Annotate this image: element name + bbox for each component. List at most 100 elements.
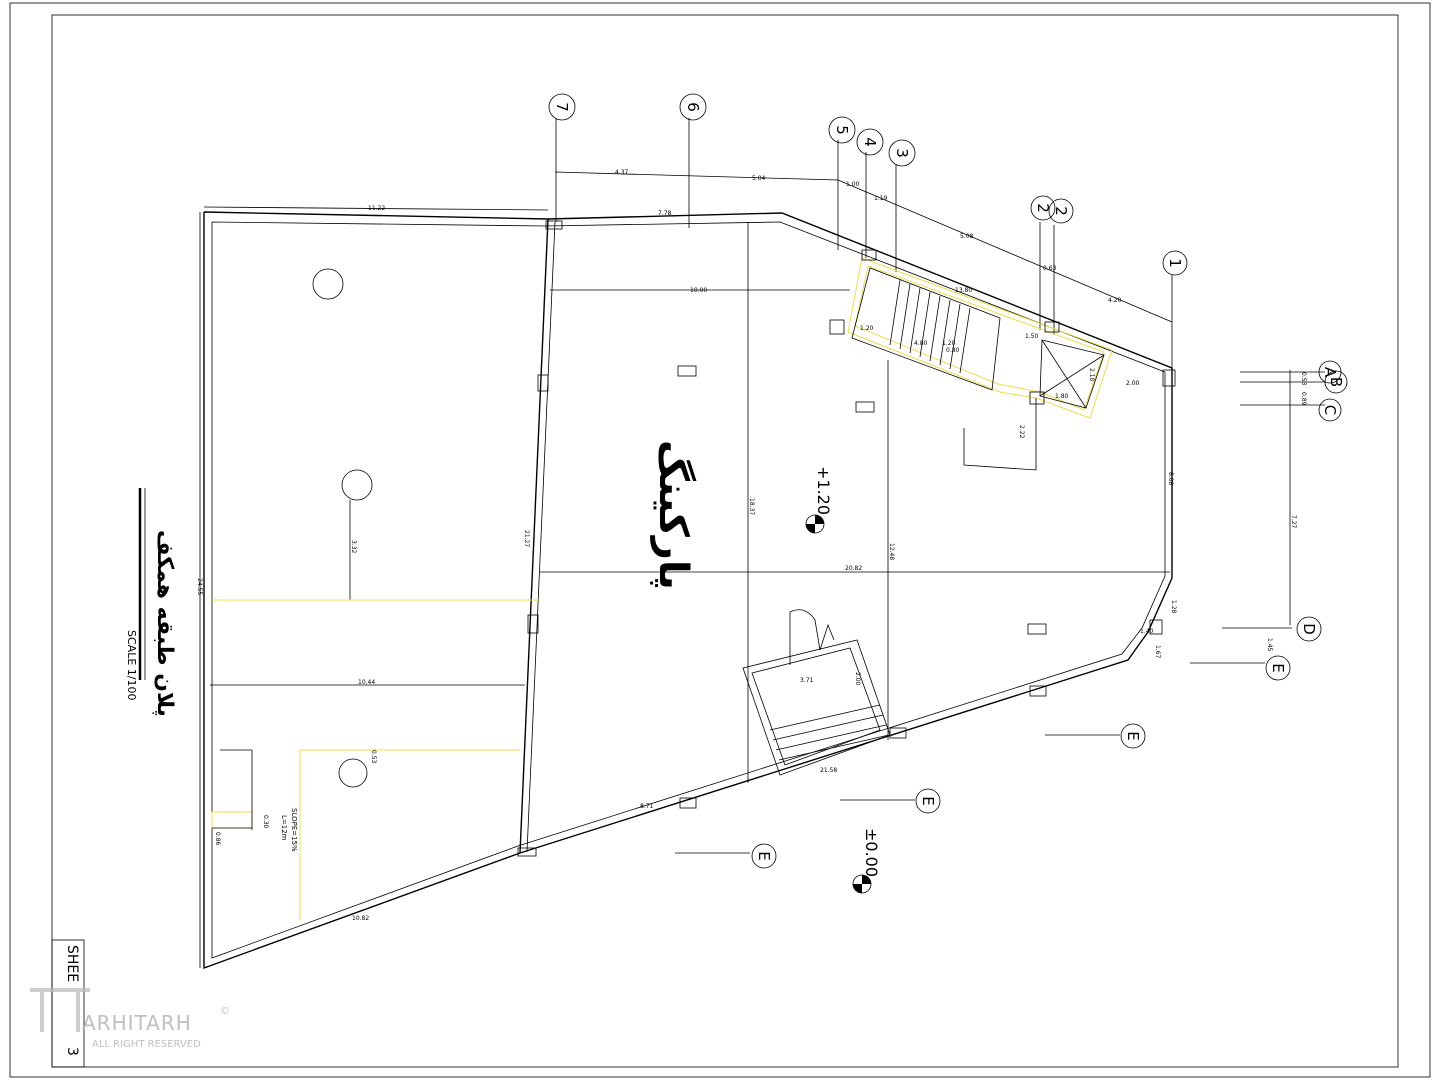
dim-label: 2.10 bbox=[1088, 368, 1095, 382]
grid-bubble-label: 7 bbox=[553, 102, 571, 112]
dim-label: 1.20 bbox=[942, 340, 956, 347]
dim-label: 0.80 bbox=[946, 347, 960, 354]
dim-label: 1.80 bbox=[1055, 393, 1069, 400]
grid-bubble-label: 2 bbox=[1034, 203, 1052, 213]
dim-label: 0.53 bbox=[370, 750, 377, 764]
ramp-guides bbox=[211, 599, 540, 920]
dim-label: 10.00 bbox=[690, 287, 707, 294]
watermark: ARHITARH ALL RIGHT RESERVED © bbox=[30, 988, 230, 1050]
dim-label: 3.71 bbox=[800, 677, 814, 684]
inner-border bbox=[51, 14, 1399, 1068]
dim-label: 0.89 bbox=[1300, 392, 1307, 406]
grid-bubble-label: 3 bbox=[893, 148, 911, 158]
dim-label: 1.19 bbox=[874, 195, 888, 202]
grid-bubble-d bbox=[1296, 616, 1322, 642]
grid-bubble-label: 1 bbox=[1166, 258, 1184, 268]
outer-border bbox=[9, 2, 1431, 1078]
dim-label: 12.48 bbox=[888, 543, 895, 560]
round-columns bbox=[312, 268, 373, 788]
grid-bubble-label: 2 bbox=[1052, 206, 1070, 216]
grid-bubble-4 bbox=[856, 128, 884, 156]
dim-label: 5.04 bbox=[752, 175, 766, 182]
grid-bubble-5 bbox=[828, 116, 856, 144]
dimension-labels: 11.22 7.78 4.37 5.04 1.00 1.19 5.08 0.63… bbox=[196, 169, 1307, 922]
slope-note: SLOPE=15% bbox=[290, 808, 298, 852]
watermark-text: ARHITARH bbox=[82, 1011, 192, 1035]
dim-label: 1.40 bbox=[1140, 628, 1154, 635]
dim-label: 21.58 bbox=[820, 767, 837, 774]
grid-bubble-label: E bbox=[919, 796, 937, 805]
watermark-mark: © bbox=[220, 1006, 230, 1017]
dim-label: 10.44 bbox=[358, 679, 375, 686]
grid-bubbles-right: A B C D E E E E bbox=[751, 360, 1348, 869]
sheet-label: SHEE bbox=[64, 945, 80, 982]
dim-label: 11.22 bbox=[368, 205, 385, 212]
stair-treads bbox=[889, 279, 971, 374]
grid-bubble-e2 bbox=[1120, 723, 1146, 749]
dim-label: 24.55 bbox=[196, 578, 203, 595]
dim-label: 1.50 bbox=[1025, 333, 1039, 340]
dim-label: 0.53 bbox=[1300, 372, 1307, 386]
dim-label: 1.28 bbox=[1170, 600, 1177, 614]
grid-bubble-1 bbox=[1162, 250, 1188, 276]
dim-label: 21.27 bbox=[523, 530, 530, 547]
dim-label: 4.37 bbox=[615, 169, 629, 176]
grid-bubble-label: E bbox=[755, 851, 773, 860]
dim-label: 4.80 bbox=[914, 340, 928, 347]
level-lower: ±0.00 bbox=[862, 828, 881, 877]
watermark-subtext: ALL RIGHT RESERVED bbox=[92, 1039, 201, 1050]
building-outline bbox=[203, 211, 1173, 969]
dim-label: 7.27 bbox=[1290, 515, 1297, 529]
dim-label: 2.00 bbox=[1126, 380, 1140, 387]
dim-label: 20.82 bbox=[845, 565, 862, 572]
dim-label: 5.08 bbox=[960, 233, 974, 240]
sheet-number: 3 bbox=[64, 1047, 80, 1056]
grid-bubble-label: 6 bbox=[684, 102, 702, 112]
grid-bubble-7 bbox=[548, 93, 576, 121]
column-markers bbox=[517, 220, 1176, 857]
grid-bubble-e1 bbox=[1265, 655, 1291, 681]
room-label: پارکینگ bbox=[650, 440, 697, 590]
dim-label: 0.30 bbox=[262, 815, 269, 829]
dim-label: 0.63 bbox=[1043, 265, 1057, 272]
grid-bubble-b bbox=[1324, 370, 1348, 394]
grid-bubble-label: 4 bbox=[861, 137, 879, 147]
entry-steps bbox=[742, 609, 891, 776]
dim-label: 8.71 bbox=[640, 803, 654, 810]
grid-bubble-c bbox=[1318, 398, 1342, 422]
level-upper: +1.20 bbox=[814, 466, 833, 515]
dim-label: 1.20 bbox=[860, 325, 874, 332]
grid-bubble-3 bbox=[888, 139, 916, 167]
dim-label: 10.82 bbox=[352, 915, 369, 922]
dim-label: 7.78 bbox=[658, 210, 672, 217]
dim-label: 1.45 bbox=[1266, 638, 1273, 652]
grid-bubble-e4 bbox=[751, 843, 777, 869]
grid-bubble-6 bbox=[679, 93, 707, 121]
dim-label: 18.37 bbox=[748, 498, 755, 515]
grid-bubble-2a bbox=[1030, 195, 1056, 221]
grid-bubble-label: E bbox=[1269, 663, 1287, 672]
dim-label: 4.20 bbox=[1108, 297, 1122, 304]
dim-label: 3.32 bbox=[350, 540, 357, 554]
grid-bubble-label: C bbox=[1321, 405, 1339, 415]
level-marker-upper: +1.20 bbox=[805, 466, 833, 534]
dim-label: 8.08 bbox=[1167, 472, 1174, 486]
grid-bubble-e3 bbox=[915, 788, 941, 814]
grid-bubble-label: B bbox=[1327, 377, 1345, 387]
grid-bubble-label: D bbox=[1300, 623, 1318, 635]
plan-title-block: پلان طبقه همکف SCALE 1/100 bbox=[125, 488, 177, 717]
slope-note-2: L=12m bbox=[280, 815, 288, 841]
scale-label: SCALE 1/100 bbox=[125, 630, 138, 700]
grid-bubbles-top: 7 6 5 4 3 2 2 1 bbox=[548, 93, 1188, 276]
grid-bubble-label: 5 bbox=[833, 125, 851, 135]
grid-axis-lines bbox=[555, 118, 1292, 854]
grid-bubble-2b bbox=[1048, 198, 1074, 224]
level-marker-lower: ±0.00 bbox=[852, 828, 881, 894]
interior-dimension-lines bbox=[199, 171, 1325, 968]
dim-label: 13.80 bbox=[955, 287, 972, 294]
dim-label: 2.00 bbox=[854, 672, 861, 686]
plan-title: پلان طبقه همکف bbox=[152, 530, 177, 717]
dim-label: 1.00 bbox=[846, 181, 860, 188]
dim-label: 0.86 bbox=[214, 832, 221, 846]
